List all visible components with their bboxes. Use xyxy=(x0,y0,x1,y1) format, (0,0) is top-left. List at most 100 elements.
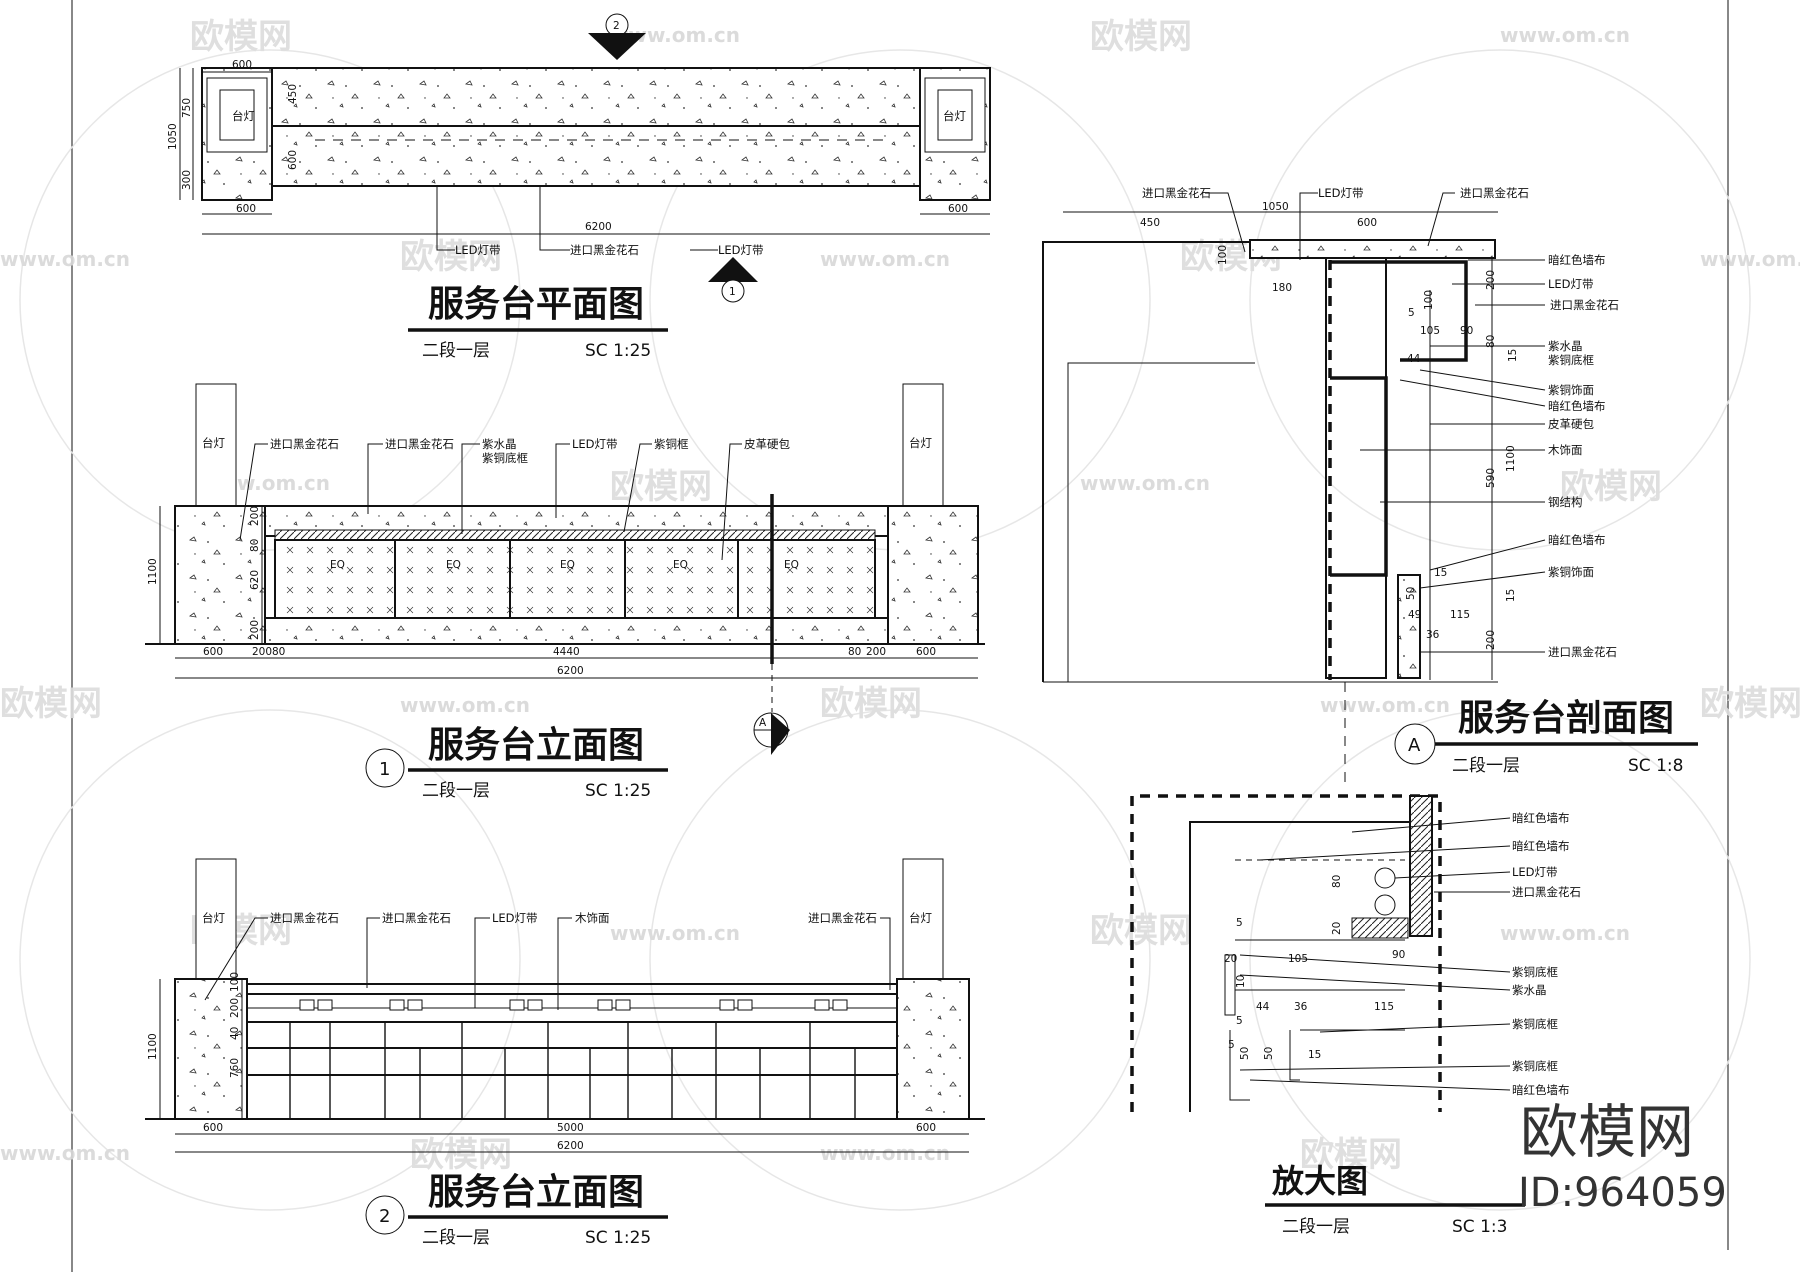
svg-text:600: 600 xyxy=(203,1122,223,1134)
drawing-title: 放大图 xyxy=(1272,1162,1368,1200)
drawing-level: 二段一层 xyxy=(1452,756,1520,776)
svg-text:台灯: 台灯 xyxy=(202,911,225,925)
detail-crystal xyxy=(1224,954,1236,1016)
section-mark-a: A xyxy=(753,712,790,755)
svg-text:200: 200 xyxy=(229,998,241,1018)
section-outline xyxy=(1042,241,1322,682)
callout-label: 紫水晶 xyxy=(482,437,517,451)
svg-text:紫铜饰面: 紫铜饰面 xyxy=(1548,565,1594,579)
section-base-stone xyxy=(1397,574,1421,679)
elev1-right-pillar xyxy=(887,505,979,645)
elev2-small-drawers xyxy=(299,999,848,1011)
svg-text:LED灯带: LED灯带 xyxy=(492,911,538,925)
svg-text:5: 5 xyxy=(1228,1039,1235,1051)
section-column xyxy=(1325,257,1387,679)
watermark-brand: 欧模网 xyxy=(190,17,292,57)
svg-text:600: 600 xyxy=(916,1122,936,1134)
svg-text:40: 40 xyxy=(229,1027,241,1040)
detail-callouts: 暗红色墙布 暗红色墙布 LED灯带 进口黑金花石 紫铜底框 紫水晶 紫铜底框 紫… xyxy=(1239,811,1581,1097)
svg-text:80: 80 xyxy=(1485,335,1497,348)
svg-text:5: 5 xyxy=(1236,1015,1243,1027)
drawing-scale: SC 1:25 xyxy=(585,781,651,801)
svg-text:进口黑金花石: 进口黑金花石 xyxy=(382,911,451,925)
drawing-title: 服务台平面图 xyxy=(428,284,644,325)
svg-text:36: 36 xyxy=(1294,1001,1308,1013)
svg-text:紫水晶: 紫水晶 xyxy=(1512,983,1547,997)
svg-text:紫铜底框: 紫铜底框 xyxy=(1512,1017,1558,1031)
drawing-scale: SC 1:25 xyxy=(585,1228,651,1248)
svg-text:100: 100 xyxy=(1217,245,1229,265)
svg-text:紫铜底框: 紫铜底框 xyxy=(1512,965,1558,979)
svg-text:44: 44 xyxy=(1407,353,1421,365)
svg-text:EQ: EQ xyxy=(446,559,461,571)
svg-text:600: 600 xyxy=(287,150,299,170)
elev2-cabinet-dividers xyxy=(289,1022,856,1119)
svg-text:180: 180 xyxy=(1272,282,1292,294)
svg-text:80: 80 xyxy=(249,539,261,552)
svg-text:A: A xyxy=(1408,735,1421,756)
svg-text:紫铜底框: 紫铜底框 xyxy=(1512,1059,1558,1073)
elev1-left-pillar xyxy=(174,505,266,645)
svg-text:5: 5 xyxy=(1236,917,1243,929)
svg-text:进口黑金花石: 进口黑金花石 xyxy=(1142,186,1211,200)
watermark-brand: 欧模网 xyxy=(1700,684,1800,724)
watermark-url: www.om.cn xyxy=(0,1141,130,1165)
svg-text:暗红色墙布: 暗红色墙布 xyxy=(1512,811,1570,825)
svg-text:台灯: 台灯 xyxy=(909,436,932,450)
svg-text:50: 50 xyxy=(1239,1047,1251,1060)
svg-text:80: 80 xyxy=(848,646,861,658)
svg-text:紫水晶: 紫水晶 xyxy=(1548,339,1583,353)
svg-text:6200: 6200 xyxy=(557,665,584,677)
svg-text:600: 600 xyxy=(232,59,252,71)
svg-text:105: 105 xyxy=(1420,325,1440,337)
svg-text:590: 590 xyxy=(1485,468,1497,488)
watermark-url: www.om.cn xyxy=(610,921,740,945)
detail-outline xyxy=(1189,821,1430,1112)
svg-text:EQ: EQ xyxy=(673,559,688,571)
svg-text:200: 200 xyxy=(249,506,261,526)
svg-text:100: 100 xyxy=(1423,290,1435,310)
watermark-url: www.om.cn xyxy=(1500,921,1630,945)
drawing-level: 二段一层 xyxy=(422,1228,490,1248)
elev1-bottom-band xyxy=(264,617,889,645)
svg-text:LED灯带: LED灯带 xyxy=(1512,865,1558,879)
elev2-cabinet-body xyxy=(246,983,898,1120)
svg-text:LED灯带: LED灯带 xyxy=(1318,186,1364,200)
svg-text:EQ: EQ xyxy=(784,559,799,571)
svg-text:200: 200 xyxy=(249,620,261,640)
svg-text:进口黑金花石: 进口黑金花石 xyxy=(385,437,454,451)
section-top-stone xyxy=(1249,239,1496,259)
watermark-url: www.om.cn xyxy=(1500,23,1630,47)
svg-text:1050: 1050 xyxy=(1262,201,1289,213)
svg-text:115: 115 xyxy=(1450,609,1470,621)
svg-text:200: 200 xyxy=(866,646,886,658)
svg-text:200: 200 xyxy=(252,646,272,658)
drawing-level: 二段一层 xyxy=(422,341,490,361)
svg-text:36: 36 xyxy=(1426,629,1440,641)
svg-text:115: 115 xyxy=(1374,1001,1394,1013)
svg-text:进口黑金花石: 进口黑金花石 xyxy=(1550,298,1619,312)
plan-lamp-left: 台灯 xyxy=(206,77,268,153)
svg-text:15: 15 xyxy=(1505,589,1517,602)
elev1-trim-band xyxy=(274,529,876,541)
elevation-2: 台灯 台灯 进口黑金花石 xyxy=(145,858,985,1248)
watermark-url: www.om.cn xyxy=(820,1141,950,1165)
drawing-scale: SC 1:3 xyxy=(1452,1217,1507,1237)
drawing-scale: SC 1:25 xyxy=(585,341,651,361)
section-hood xyxy=(1330,260,1468,362)
svg-text:紫铜底框: 紫铜底框 xyxy=(1548,353,1594,367)
section-callouts-right: 暗红色墙布 LED灯带 进口黑金花石 紫水晶 紫铜底框 紫铜饰面 暗红色墙布 皮… xyxy=(1360,253,1619,659)
svg-text:15: 15 xyxy=(1507,349,1519,362)
callout-label: LED灯带 xyxy=(455,243,501,257)
svg-text:90: 90 xyxy=(1392,949,1405,961)
svg-text:90: 90 xyxy=(1460,325,1473,337)
detail-bottom-frame xyxy=(1229,1030,1250,1101)
detail-stone-edge xyxy=(1409,795,1433,937)
svg-text:LED灯带: LED灯带 xyxy=(1548,277,1594,291)
svg-text:5: 5 xyxy=(1408,307,1415,319)
svg-text:暗红色墙布: 暗红色墙布 xyxy=(1512,839,1570,853)
svg-text:台灯: 台灯 xyxy=(909,911,932,925)
section-inner-outline xyxy=(1067,362,1255,682)
svg-text:49: 49 xyxy=(1408,609,1421,621)
